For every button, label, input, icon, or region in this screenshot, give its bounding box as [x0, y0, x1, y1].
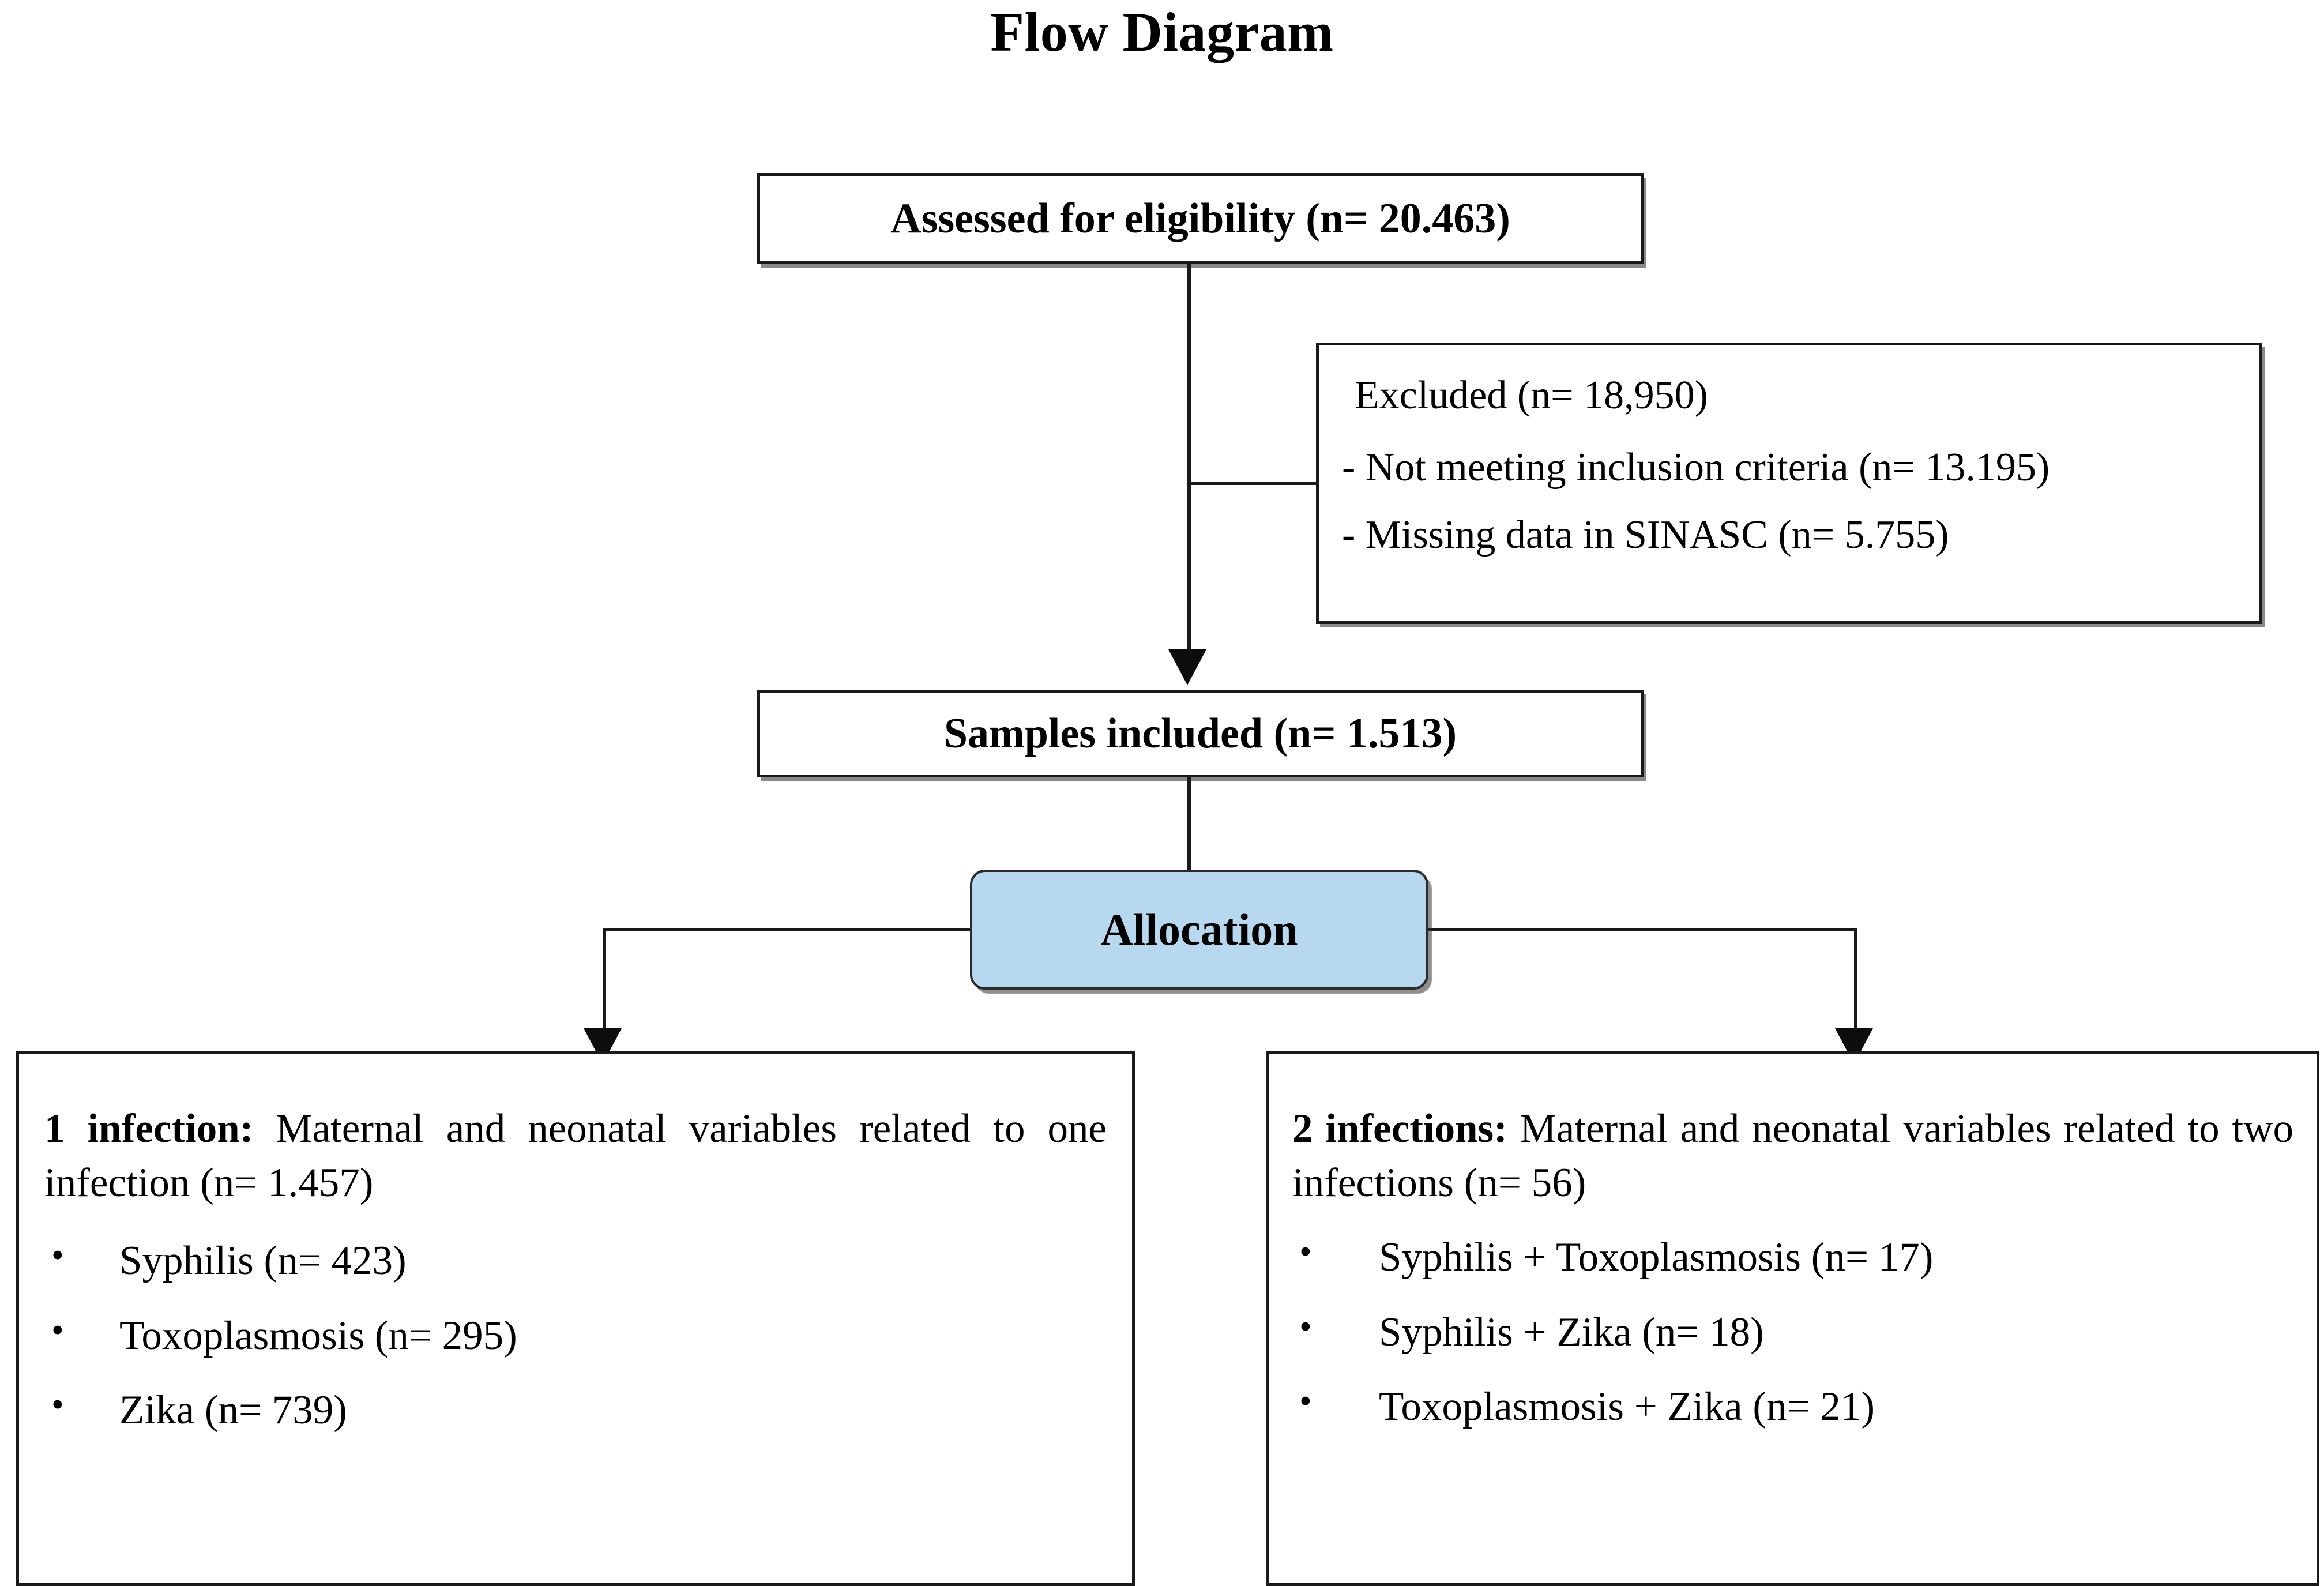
connector-allocation-left [603, 928, 973, 931]
node-samples-label: Samples included (n= 1.513) [943, 709, 1457, 757]
excluded-heading: Excluded (n= 18,950) [1355, 373, 1708, 418]
node-one-infection: 1 infection: Maternal and neonatal varia… [16, 1051, 1135, 1586]
node-samples-included: Samples included (n= 1.513) [757, 690, 1644, 777]
two-infections-lead-rest: Maternal and neonatal variables related … [1292, 1106, 2293, 1205]
two-infections-bullet-syphilis-zika: Syphilis + Zika (n= 18) [1292, 1306, 2293, 1357]
connector-allocation-right [1425, 928, 1857, 931]
two-infections-bullet-syphilis-toxoplasmosis: Syphilis + Toxoplasmosis (n= 17) [1292, 1231, 2293, 1282]
connector-to-excluded [1187, 482, 1319, 485]
two-infections-bullet-list: Syphilis + Toxoplasmosis (n= 17) Syphili… [1292, 1231, 2293, 1431]
one-infection-bullet-list: Syphilis (n= 423) Toxoplasmosis (n= 295)… [44, 1234, 1107, 1435]
one-infection-bullet-toxoplasmosis: Toxoplasmosis (n= 295) [44, 1309, 1107, 1360]
node-assessed-label: Assessed for eligibility (n= 20.463) [890, 194, 1510, 242]
two-infections-lead: 2 infections: Maternal and neonatal vari… [1292, 1102, 2293, 1210]
two-infections-bullet-toxoplasmosis-zika: Toxoplasmosis + Zika (n= 21) [1292, 1380, 2293, 1431]
one-infection-bullet-syphilis: Syphilis (n= 423) [44, 1234, 1107, 1286]
one-infection-bullet-zika: Zika (n= 739) [44, 1384, 1107, 1435]
arrowhead-to-samples-icon [1168, 649, 1206, 685]
connector-samples-to-allocation [1187, 777, 1191, 873]
one-infection-lead-rest: Maternal and neonatal variables related … [44, 1106, 1107, 1205]
node-two-infections: 2 infections: Maternal and neonatal vari… [1266, 1051, 2319, 1586]
connector-drop-left [603, 928, 606, 1029]
node-assessed-for-eligibility: Assessed for eligibility (n= 20.463) [757, 173, 1644, 264]
excluded-item-missing-data-sinasc: - Missing data in SINASC (n= 5.755) [1342, 513, 1949, 558]
page-title: Flow Diagram [990, 1, 1334, 63]
excluded-item-not-meeting-criteria: - Not meeting inclusion criteria (n= 13.… [1342, 445, 2050, 490]
one-infection-lead-bold: 1 infection: [44, 1106, 254, 1151]
one-infection-lead: 1 infection: Maternal and neonatal varia… [44, 1102, 1107, 1210]
connector-assessed-to-samples [1187, 264, 1191, 651]
connector-drop-right [1854, 928, 1857, 1029]
node-allocation: Allocation [970, 870, 1428, 990]
two-infections-lead-bold: 2 infections: [1292, 1106, 1507, 1151]
node-excluded: Excluded (n= 18,950) - Not meeting inclu… [1316, 343, 2262, 624]
node-allocation-label: Allocation [1100, 904, 1298, 954]
